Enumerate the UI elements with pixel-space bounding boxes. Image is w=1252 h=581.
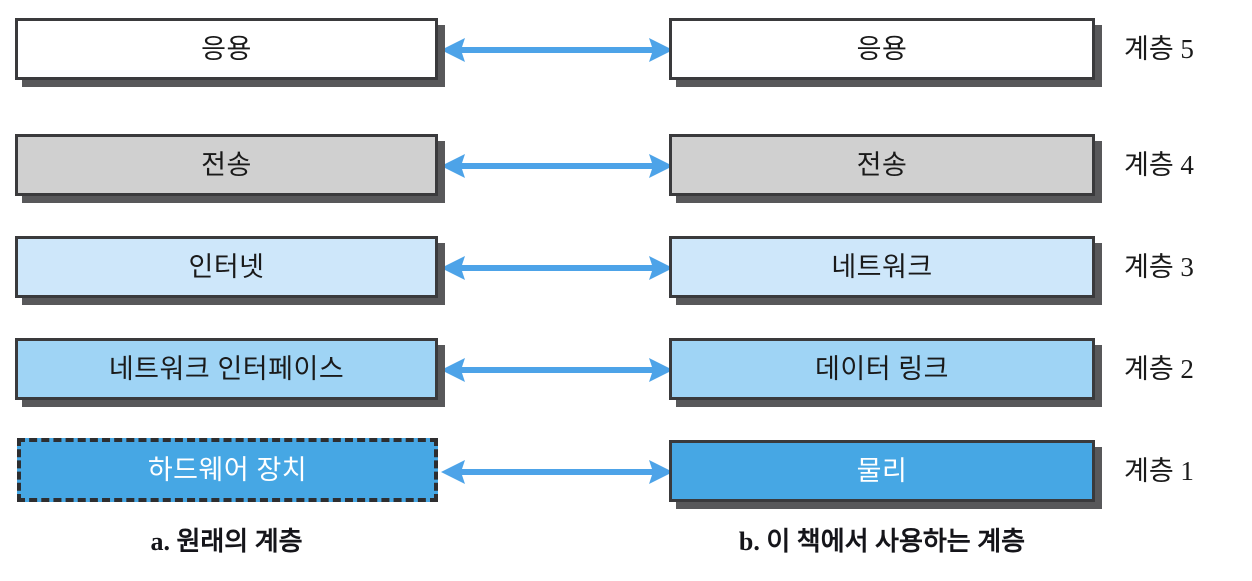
- right-layer-box-1[interactable]: 물리: [669, 440, 1095, 502]
- right-layer-box-4[interactable]: 전송: [669, 134, 1095, 196]
- right-column-caption: b. 이 책에서 사용하는 계층: [738, 527, 1026, 556]
- connector-layer-4: [441, 154, 673, 178]
- right-layer-label-2: 데이터 링크: [815, 353, 949, 384]
- right-layer-label-5: 응용: [856, 33, 908, 64]
- left-layer-label-2: 네트워크 인터페이스: [108, 353, 345, 384]
- left-layer-box-5[interactable]: 응용: [15, 18, 438, 80]
- left-layer-box-1[interactable]: 하드웨어 장치: [17, 438, 438, 502]
- layer-tag-1: 계층 1: [1124, 456, 1194, 486]
- left-layer-label-4: 전송: [201, 149, 252, 180]
- layer-tag-4: 계층 4: [1124, 150, 1194, 180]
- right-layer-box-3[interactable]: 네트워크: [669, 236, 1095, 298]
- right-layer-box-5[interactable]: 응용: [669, 18, 1095, 80]
- right-layer-label-3: 네트워크: [831, 251, 933, 282]
- left-layer-box-4[interactable]: 전송: [15, 134, 438, 196]
- left-layer-label-1: 하드웨어 장치: [147, 454, 308, 485]
- left-layer-label-3: 인터넷: [188, 251, 265, 282]
- right-layer-label-1: 물리: [856, 455, 908, 486]
- right-layer-label-4: 전송: [856, 149, 908, 180]
- connector-layer-2: [441, 358, 673, 382]
- layer-tag-2: 계층 2: [1124, 354, 1194, 384]
- left-layer-box-2[interactable]: 네트워크 인터페이스: [15, 338, 438, 400]
- left-layer-box-3[interactable]: 인터넷: [15, 236, 438, 298]
- layer-tag-5: 계층 5: [1124, 34, 1194, 64]
- right-layer-box-2[interactable]: 데이터 링크: [669, 338, 1095, 400]
- connector-layer-5: [441, 38, 673, 62]
- connector-layer-1: [441, 460, 673, 484]
- layer-tag-3: 계층 3: [1124, 252, 1194, 282]
- connector-layer-3: [441, 256, 673, 280]
- left-layer-label-5: 응용: [201, 33, 252, 64]
- left-column-caption: a. 원래의 계층: [150, 527, 303, 556]
